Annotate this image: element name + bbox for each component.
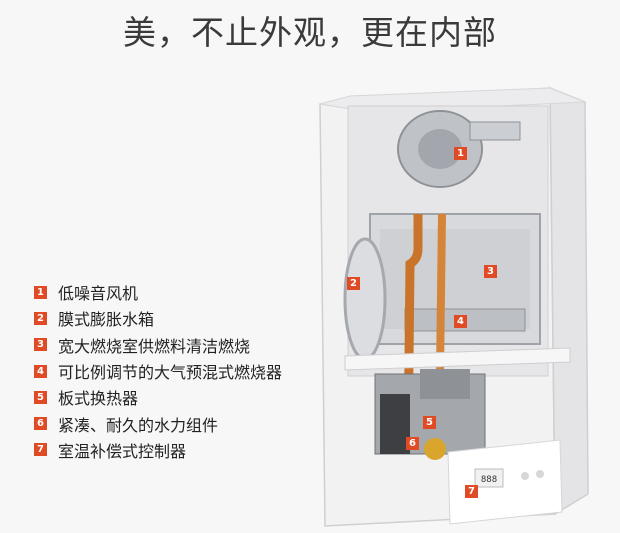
legend-label: 室温补偿式控制器 <box>58 441 187 461</box>
legend-label: 板式换热器 <box>58 389 139 409</box>
legend-item: 7 室温补偿式控制器 <box>34 437 282 463</box>
legend-number: 4 <box>34 364 47 378</box>
control-shelf <box>344 347 571 371</box>
legend-item: 4 可比例调节的大气预混式燃烧器 <box>34 358 282 384</box>
feature-legend: 1 低噪音风机 2 膜式膨胀水箱 3 宽大燃烧室供燃料清洁燃烧 4 可比例调节的大气预混… <box>34 279 282 463</box>
fan-motor <box>469 121 521 141</box>
copper-pipe-right <box>436 213 446 375</box>
legend-item: 2 膜式膨胀水箱 <box>34 305 282 331</box>
legend-label: 膜式膨胀水箱 <box>58 310 155 330</box>
legend-item: 5 板式换热器 <box>34 384 282 410</box>
legend-label: 宽大燃烧室供燃料清洁燃烧 <box>58 336 251 356</box>
marker-3: 3 <box>484 265 497 278</box>
expansion-vessel <box>343 237 387 361</box>
boiler-illustration-svg: 888 <box>319 86 589 527</box>
marker-1: 1 <box>454 147 467 160</box>
plate-heat-exchanger <box>380 394 410 454</box>
fan-hub <box>418 129 462 169</box>
boiler-cutaway-illustration: 888 1 2 3 4 5 6 7 <box>300 74 600 529</box>
control-knob <box>521 472 529 480</box>
marker-2: 2 <box>347 277 360 290</box>
legend-number: 6 <box>34 417 47 431</box>
marker-4: 4 <box>454 315 467 328</box>
legend-number: 2 <box>34 311 47 325</box>
copper-pipe-left <box>403 214 423 455</box>
legend-number: 7 <box>34 443 47 457</box>
control-panel <box>447 439 563 525</box>
legend-label: 紧凑、耐久的水力组件 <box>58 415 219 435</box>
legend-number: 3 <box>34 338 47 352</box>
marker-6: 6 <box>406 437 419 450</box>
headline: 美，不止外观，更在内部 <box>123 13 497 52</box>
legend-label: 低噪音风机 <box>58 284 139 304</box>
legend-item: 3 宽大燃烧室供燃料清洁燃烧 <box>34 332 282 358</box>
control-knob <box>536 470 544 478</box>
legend-number: 5 <box>34 390 47 404</box>
legend-item: 6 紧凑、耐久的水力组件 <box>34 410 282 436</box>
legend-number: 1 <box>34 285 47 299</box>
legend-item: 1 低噪音风机 <box>34 279 282 305</box>
brass-valve <box>424 438 446 460</box>
lcd-display <box>474 468 504 488</box>
marker-7: 7 <box>465 485 478 498</box>
marker-5: 5 <box>423 416 436 429</box>
pump <box>420 369 470 399</box>
lcd-readout: 888 <box>481 475 497 485</box>
legend-label: 可比例调节的大气预混式燃烧器 <box>58 363 283 383</box>
